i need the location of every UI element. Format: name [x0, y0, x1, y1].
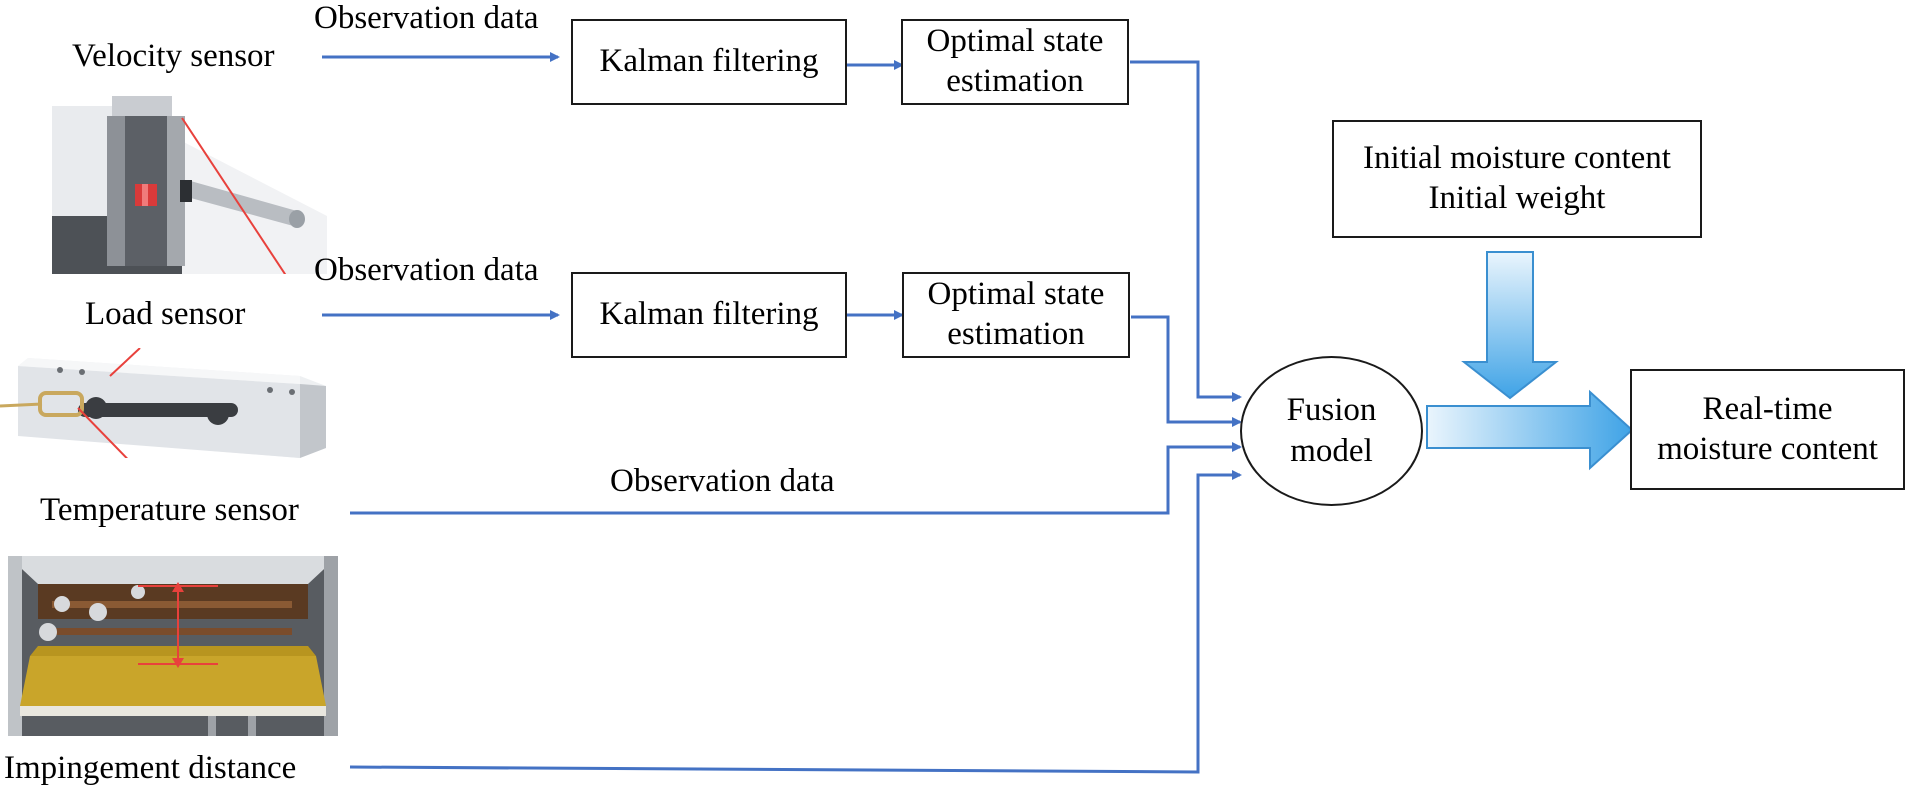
optimal-state-line-2: estimation [946, 63, 1084, 99]
load-sensor-label: Load sensor [85, 296, 246, 332]
optimal-state-box-2: Optimal state estimation [902, 272, 1130, 358]
optimal-state-box-1: Optimal state estimation [901, 19, 1129, 105]
realtime-moisture-box: Real-time moisture content [1630, 369, 1905, 490]
initial-moisture-label: Initial moisture content [1363, 140, 1671, 177]
load-sensor-illustration [0, 348, 326, 458]
kalman-filter-box-1: Kalman filtering [571, 19, 847, 105]
optimal-state-line-1: Optimal state [927, 276, 1105, 313]
optimal-state-line-1: Optimal state [926, 23, 1104, 60]
temperature-to-fusion-arrow [350, 442, 1242, 515]
initial-conditions-box: Initial moisture content Initial weight [1332, 120, 1702, 238]
impingement-to-fusion-arrow [349, 470, 1242, 774]
initial-weight-label: Initial weight [1428, 180, 1606, 216]
velocity-sensor-illustration [52, 96, 327, 274]
observation-data-label-3: Observation data [610, 463, 835, 499]
initial-down-arrow [1461, 251, 1559, 400]
temperature-sensor-label: Temperature sensor [40, 492, 299, 528]
observation-data-label-2: Observation data [314, 252, 539, 288]
moisture-content-label: moisture content [1657, 430, 1878, 467]
fusion-label: Fusion [1286, 391, 1377, 428]
observation-data-label-1: Observation data [314, 0, 539, 36]
optimal1-to-fusion-arrow [1130, 60, 1242, 402]
optimal2-to-fusion-arrow [1131, 315, 1242, 427]
optimal-state-line-2: estimation [947, 316, 1085, 352]
kalman-filter-label-1: Kalman filtering [599, 43, 819, 80]
impingement-distance-label: Impingement distance [4, 750, 297, 786]
model-label: model [1290, 433, 1373, 469]
impingement-illustration [8, 556, 338, 736]
velocity-sensor-label: Velocity sensor [72, 38, 275, 74]
kalman-filter-box-2: Kalman filtering [571, 272, 847, 358]
kalman-filter-label-2: Kalman filtering [599, 296, 819, 333]
fusion-model-node: Fusion model [1240, 356, 1423, 506]
fusion-to-output-arrow [1426, 389, 1634, 471]
realtime-label: Real-time [1702, 390, 1833, 427]
